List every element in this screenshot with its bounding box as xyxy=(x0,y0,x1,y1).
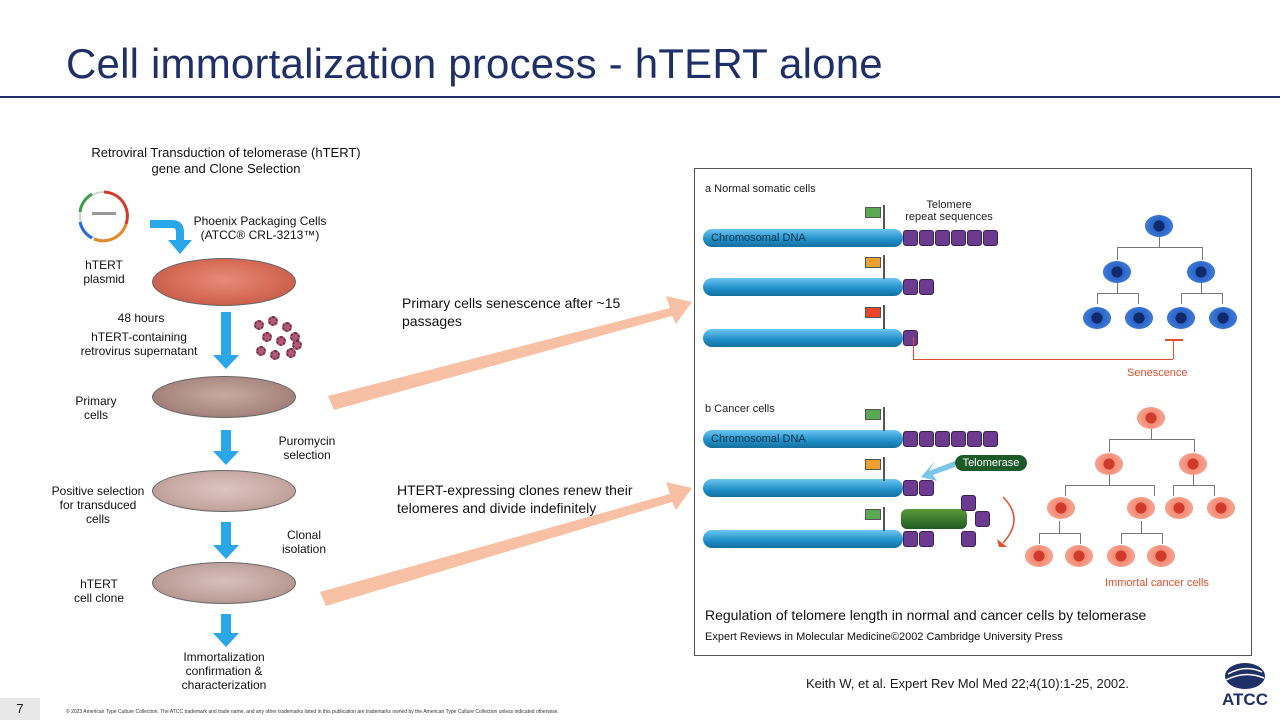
phoenix-label: Phoenix Packaging Cells (ATCC® CRL-3213™… xyxy=(180,214,340,242)
clone-label: hTERT cell clone xyxy=(73,577,125,605)
left-heading: Retroviral Transduction of telomerase (h… xyxy=(76,145,376,177)
atcc-wordmark: ATCC xyxy=(1222,690,1268,709)
slide-number: 7 xyxy=(0,698,40,720)
citation: Keith W, et al. Expert Rev Mol Med 22;4(… xyxy=(806,676,1129,691)
chromosome-b3 xyxy=(703,530,903,548)
petri-dish-primary xyxy=(152,376,296,418)
panel-a-title: a Normal somatic cells xyxy=(705,183,816,195)
copyright-footer: © 2023 American Type Culture Collection.… xyxy=(66,709,559,715)
supernatant-label: hTERT-containing retrovirus supernatant xyxy=(80,330,198,358)
senescence-label: Senescence xyxy=(1127,367,1188,379)
petri-dish-phoenix xyxy=(152,258,296,306)
clonal-label: Clonal isolation xyxy=(281,528,327,556)
title-divider xyxy=(0,96,1280,98)
telomerase-arrow-icon xyxy=(921,461,955,481)
arrow-to-cancer-cells xyxy=(320,482,692,606)
left-heading-line-1: Retroviral Transduction of telomerase (h… xyxy=(91,145,361,160)
chromosome-a3 xyxy=(703,329,903,347)
petri-dish-clone xyxy=(152,562,296,604)
telomerase-badge: Telomerase xyxy=(955,455,1027,471)
senescence-note: Primary cells senescence after ~15 passa… xyxy=(402,295,621,329)
extension-arrow-icon xyxy=(997,496,1015,547)
immortal-label: Immortal cancer cells xyxy=(1105,577,1209,589)
chromosome-a1 xyxy=(703,229,903,247)
chromosome-b1 xyxy=(703,430,903,448)
telomere-label: Telomere repeat sequences xyxy=(905,199,993,223)
confirmation-label: Immortalization confirmation & character… xyxy=(181,650,267,692)
puromycin-label: Puromycin selection xyxy=(278,434,336,462)
hours-label: 48 hours xyxy=(117,311,165,325)
left-heading-line-2: gene and Clone Selection xyxy=(151,161,301,176)
figure-credit: Expert Reviews in Molecular Medicine©200… xyxy=(705,631,1063,643)
chromosomal-dna-label-b: Chromosomal DNA xyxy=(711,433,806,445)
chromosome-a2 xyxy=(703,278,903,296)
telomere-figure: a Normal somatic cells Telomere repeat s… xyxy=(694,168,1252,656)
plasmid-label: hTERT plasmid xyxy=(83,258,125,286)
atcc-globe-icon xyxy=(1225,663,1265,689)
chromosome-b2 xyxy=(703,479,903,497)
plasmid-map-image xyxy=(78,190,129,243)
slide-title: Cell immortalization process - hTERT alo… xyxy=(66,40,883,87)
panel-b-title: b Cancer cells xyxy=(705,403,775,415)
atcc-logo: ATCC xyxy=(1218,660,1272,714)
phoenix-line-1: Phoenix Packaging Cells xyxy=(193,214,327,228)
phoenix-line-2: (ATCC® CRL-3213™) xyxy=(200,228,320,242)
positive-selection-label: Positive selection for transduced cells xyxy=(51,484,145,526)
immortal-note: HTERT-expressing clones renew their telo… xyxy=(397,482,633,516)
connector-arrows xyxy=(320,296,692,606)
petri-dish-selection xyxy=(152,470,296,512)
figure-caption: Regulation of telomere length in normal … xyxy=(705,607,1147,623)
primary-label: Primary cells xyxy=(75,394,117,422)
curved-arrow-icon xyxy=(150,220,192,254)
chromosomal-dna-label-a: Chromosomal DNA xyxy=(711,232,806,244)
arrow-to-normal-cells xyxy=(328,296,692,410)
